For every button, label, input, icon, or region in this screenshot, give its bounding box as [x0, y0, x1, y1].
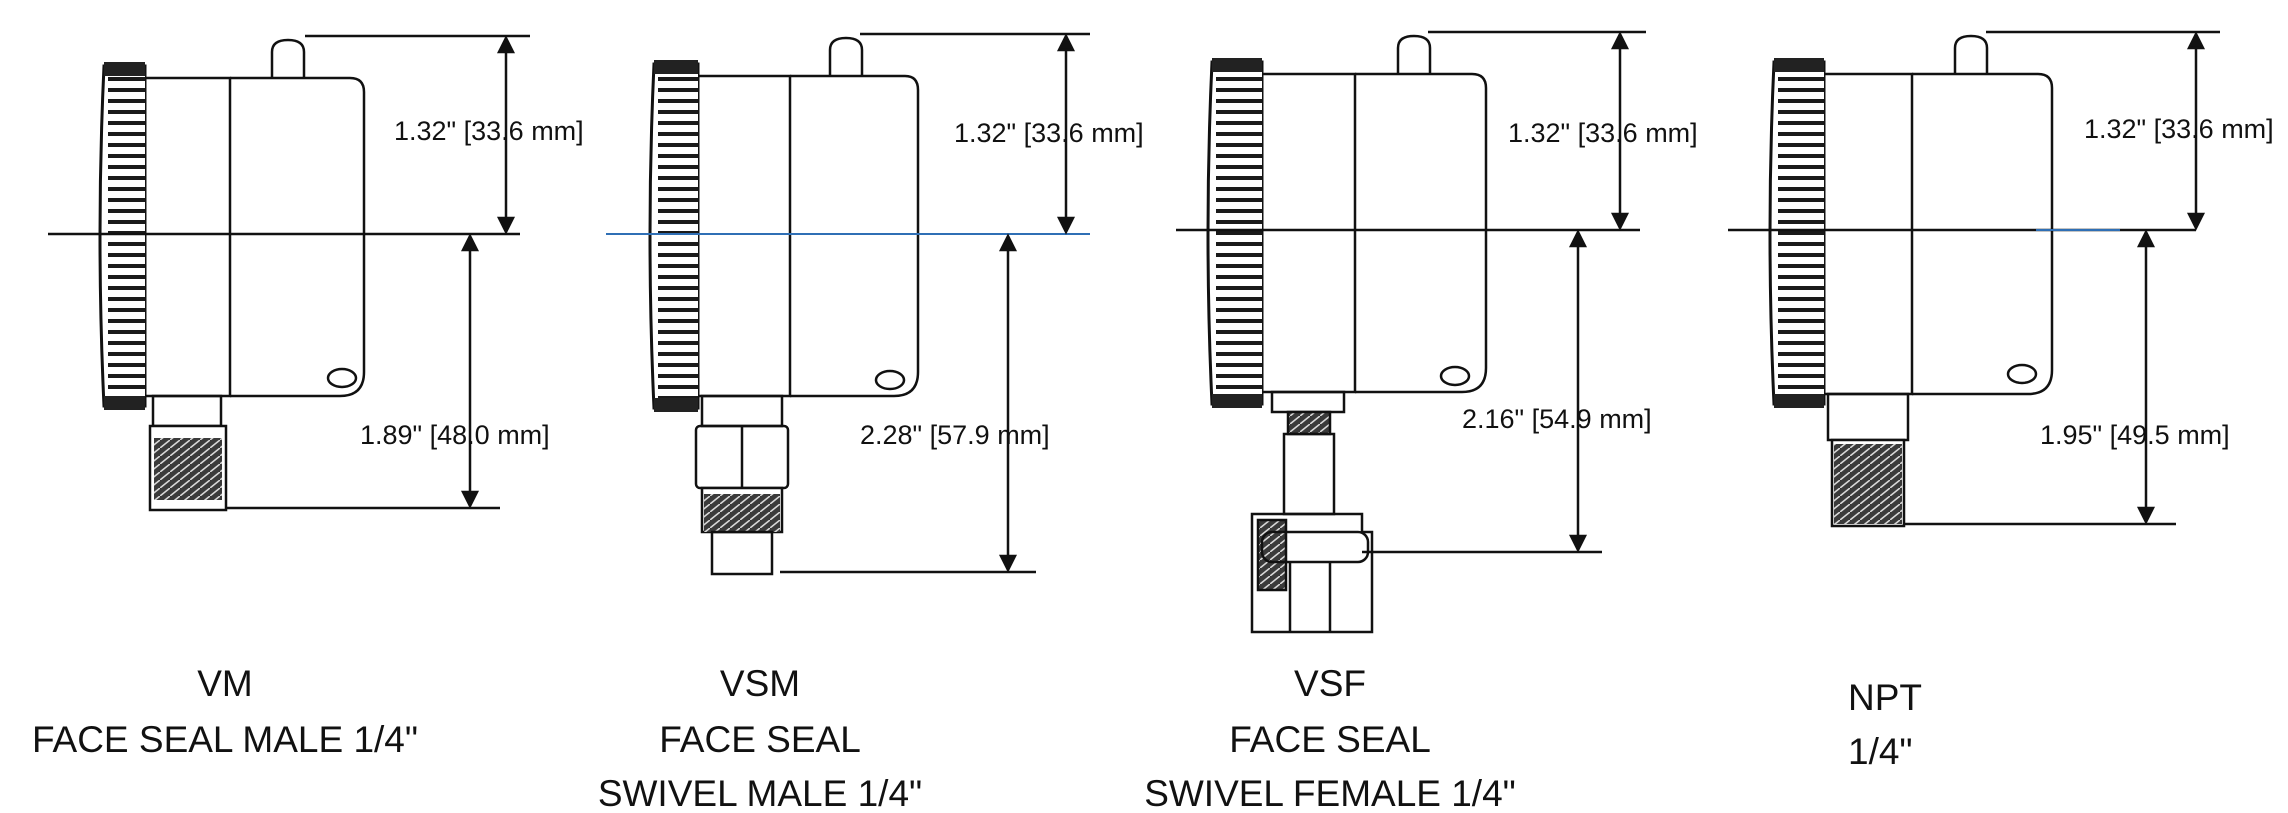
caption-line-3: SWIVEL FEMALE 1/4"	[1144, 773, 1516, 813]
dimension-lines	[48, 34, 530, 510]
gauge-body	[1206, 34, 1488, 634]
dimension-lines	[1728, 30, 2220, 526]
caption-model: VSF	[1294, 663, 1366, 704]
gauge-body	[98, 38, 366, 512]
gauge-npt: 1.32" [33.6 mm] 1.95" [49.5 mm] NPT 1/4"	[1728, 30, 2274, 772]
gauge-vsf: 1.32" [33.6 mm] 2.16" [54.9 mm] VSF FACE…	[1144, 30, 1698, 813]
caption-line-2: 1/4"	[1848, 731, 1913, 772]
bottom-dimension-label: 1.89" [48.0 mm]	[360, 420, 550, 450]
top-dimension-label: 1.32" [33.6 mm]	[1508, 118, 1698, 148]
bottom-dimension-label: 2.28" [57.9 mm]	[860, 420, 1050, 450]
caption-line-2: FACE SEAL	[659, 719, 861, 760]
bottom-dimension-label: 2.16" [54.9 mm]	[1462, 404, 1652, 434]
bottom-dimension-label: 1.95" [49.5 mm]	[2040, 420, 2230, 450]
dimension-lines	[606, 32, 1090, 574]
top-dimension-label: 1.32" [33.6 mm]	[394, 116, 584, 146]
top-dimension-label: 1.32" [33.6 mm]	[954, 118, 1144, 148]
caption-line-3: SWIVEL MALE 1/4"	[598, 773, 922, 813]
top-dimension-label: 1.32" [33.6 mm]	[2084, 114, 2274, 144]
dimension-lines	[1176, 30, 1646, 554]
gauge-body	[648, 36, 920, 576]
caption-model: NPT	[1848, 677, 1922, 718]
caption-line-2: FACE SEAL	[1229, 719, 1431, 760]
gauge-vsm: 1.32" [33.6 mm] 2.28" [57.9 mm] VSM FACE…	[598, 32, 1144, 813]
caption-line-2: FACE SEAL MALE 1/4"	[32, 719, 418, 760]
gauge-body	[1768, 34, 2054, 528]
gauge-vm: 1.32" [33.6 mm] 1.89" [48.0 mm] VM FACE …	[32, 34, 584, 760]
caption-model: VSM	[720, 663, 800, 704]
caption-model: VM	[197, 663, 253, 704]
